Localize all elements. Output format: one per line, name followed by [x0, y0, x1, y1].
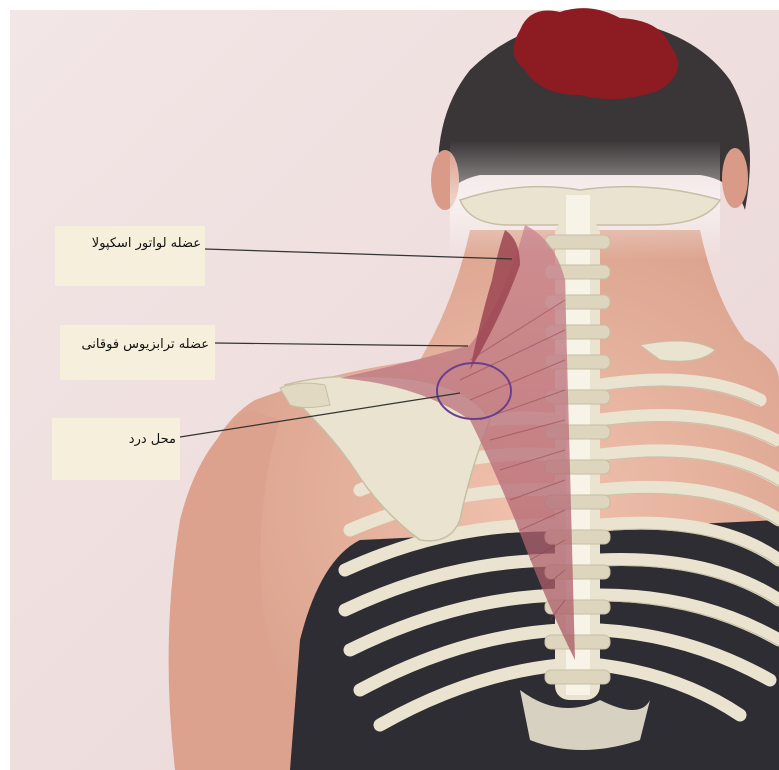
right-ear	[722, 148, 748, 208]
upper-trapezius-label: عضله ترابزیوس فوقانی	[81, 337, 209, 352]
levator-scapulae-label-box: عضله لواتور اسکپولا	[55, 226, 205, 286]
upper-trapezius-label-box: عضله ترابزیوس فوقانی	[60, 325, 215, 380]
pain-site-label: محل درد	[129, 432, 176, 447]
pain-site-label-box: محل درد	[52, 418, 180, 480]
levator-scapulae-label: عضله لواتور اسکپولا	[92, 236, 201, 251]
